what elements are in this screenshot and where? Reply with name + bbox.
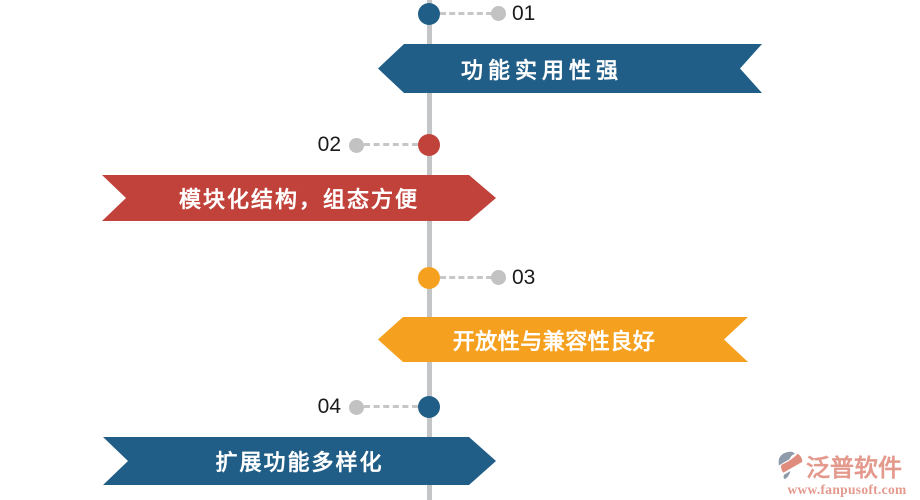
marker-01 (491, 6, 506, 21)
brand-url: www.fanpusoft.com (787, 482, 907, 497)
node-dot-04 (418, 396, 440, 418)
banner-04: 扩展功能多样化 (103, 437, 496, 485)
banner-02: 模块化结构，组态方便 (102, 175, 496, 221)
banner-label-02: 模块化结构，组态方便 (178, 187, 419, 212)
banner-01: 功能实用性强 (378, 44, 762, 93)
connector-01 (440, 12, 492, 15)
brand-logo-icon (778, 451, 803, 480)
node-dot-01 (418, 3, 440, 25)
connector-04 (364, 405, 418, 408)
connector-03 (440, 276, 492, 279)
banner-label-03: 开放性与兼容性良好 (452, 328, 656, 354)
marker-02 (349, 138, 364, 153)
number-label-04: 04 (317, 395, 341, 418)
marker-04 (349, 400, 364, 415)
banner-label-01: 功能实用性强 (460, 57, 623, 83)
connector-02 (364, 143, 418, 146)
brand-name: 泛普软件 (806, 455, 902, 482)
banner-label-04: 扩展功能多样化 (215, 450, 384, 475)
node-dot-02 (418, 134, 440, 156)
banner-03: 开放性与兼容性良好 (378, 317, 748, 362)
number-label-02: 02 (317, 133, 341, 156)
watermark: 泛普软件 www.fanpusoft.com (776, 448, 918, 498)
number-label-01: 01 (512, 2, 536, 25)
marker-03 (491, 270, 506, 285)
timeline-axis (427, 0, 432, 500)
node-dot-03 (418, 267, 440, 289)
number-label-03: 03 (512, 266, 536, 289)
